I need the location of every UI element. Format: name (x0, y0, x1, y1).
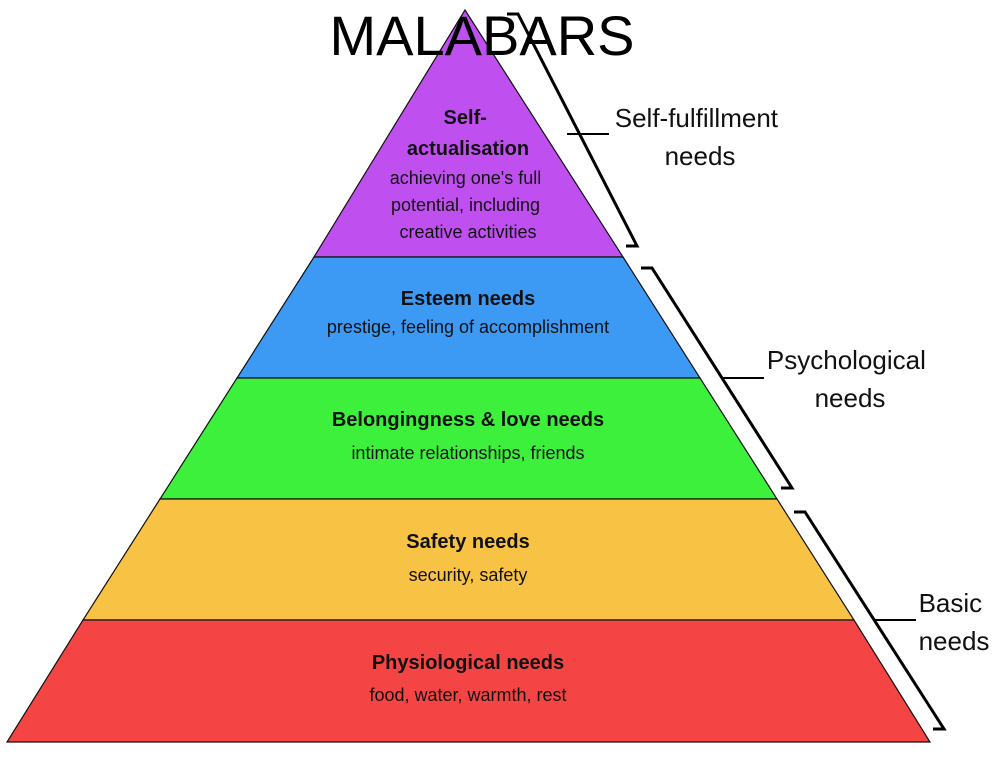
tier-physiological-shape (5, 619, 932, 743)
group-label-self-fulfillment: Self-fulfillment needs (615, 103, 786, 171)
tier-self-actualisation-desc-line: achieving one's full (390, 168, 542, 188)
tier-self-actualisation-title-line: Self- (444, 107, 487, 129)
tier-safety-shape (81, 498, 856, 621)
tier-safety-title: Safety needs (406, 531, 529, 553)
tier-physiological-description: food, water, warmth, rest (369, 685, 566, 705)
tier-physiological-title: Physiological needs (372, 652, 564, 674)
bracket-self-fulfillment (507, 12, 640, 248)
tier-self-actualisation-title-line: actualisation (407, 138, 529, 160)
tier-esteem-description: prestige, feeling of accomplishment (327, 317, 609, 337)
page-title: MALABARS (330, 4, 635, 67)
tier-self-actualisation-desc-line: creative activities (399, 222, 536, 242)
tier-self-actualisation-description: achieving one's full potential, includin… (390, 168, 547, 242)
group-label-line: needs (665, 141, 736, 171)
group-label-psychological: Psychological needs (767, 345, 933, 413)
tier-belonging-description: intimate relationships, friends (351, 443, 584, 463)
group-label-line: Basic (919, 588, 983, 618)
group-label-line: needs (815, 383, 886, 413)
group-label-line: Psychological (767, 345, 926, 375)
group-label-line: Self-fulfillment (615, 103, 779, 133)
tier-safety-description: security, safety (409, 565, 528, 585)
tier-belonging-shape (158, 377, 779, 500)
tier-self-actualisation-title: Self- actualisation (407, 107, 529, 160)
group-label-basic: Basic needs (919, 588, 990, 656)
tier-esteem-title: Esteem needs (401, 288, 536, 310)
tier-self-actualisation-desc-line: potential, including (391, 195, 540, 215)
tier-belonging-title: Belongingness & love needs (332, 409, 604, 431)
group-label-line: needs (919, 626, 990, 656)
